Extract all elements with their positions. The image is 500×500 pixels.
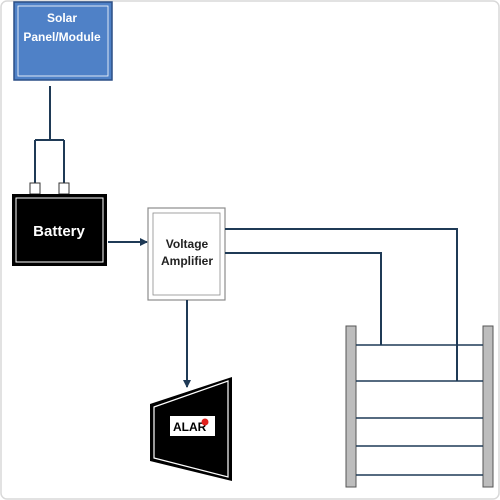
solar-panel-box <box>13 1 113 81</box>
battery-box <box>12 194 107 266</box>
amplifier-to-fence-wires <box>225 228 458 381</box>
battery-inner-border <box>15 197 104 263</box>
fence-post-left <box>345 325 357 488</box>
voltage-amplifier-label-line1: Voltage <box>166 237 209 251</box>
fence-post-right <box>482 325 494 488</box>
battery-label: Battery <box>33 223 85 240</box>
fence-wire-upper <box>225 228 458 381</box>
solar-panel-label-line1: Solar <box>47 11 77 25</box>
fence-node <box>345 325 494 488</box>
voltage-amplifier-label-line2: Amplifier <box>161 254 213 268</box>
battery-terminal-right <box>58 182 70 195</box>
alarm-rim <box>153 380 229 478</box>
battery-node: Battery <box>12 182 107 266</box>
voltage-amplifier-inner-box <box>152 212 221 296</box>
voltage-amplifier-outer-box <box>147 207 226 301</box>
solar-panel-inner-border <box>17 5 109 77</box>
alarm-indicator-dot <box>201 418 209 426</box>
voltage-amplifier-node: Voltage Amplifier <box>147 207 226 301</box>
fence-wire-lower <box>225 252 382 345</box>
solar-panel-node: Solar Panel/Module <box>13 1 113 81</box>
alarm-label: ALAR <box>173 420 207 434</box>
solar-to-battery-wires <box>34 86 65 183</box>
solar-panel-label-line2: Panel/Module <box>23 30 101 44</box>
alarm-node: ALAR <box>150 377 232 481</box>
battery-terminal-left <box>29 182 41 195</box>
